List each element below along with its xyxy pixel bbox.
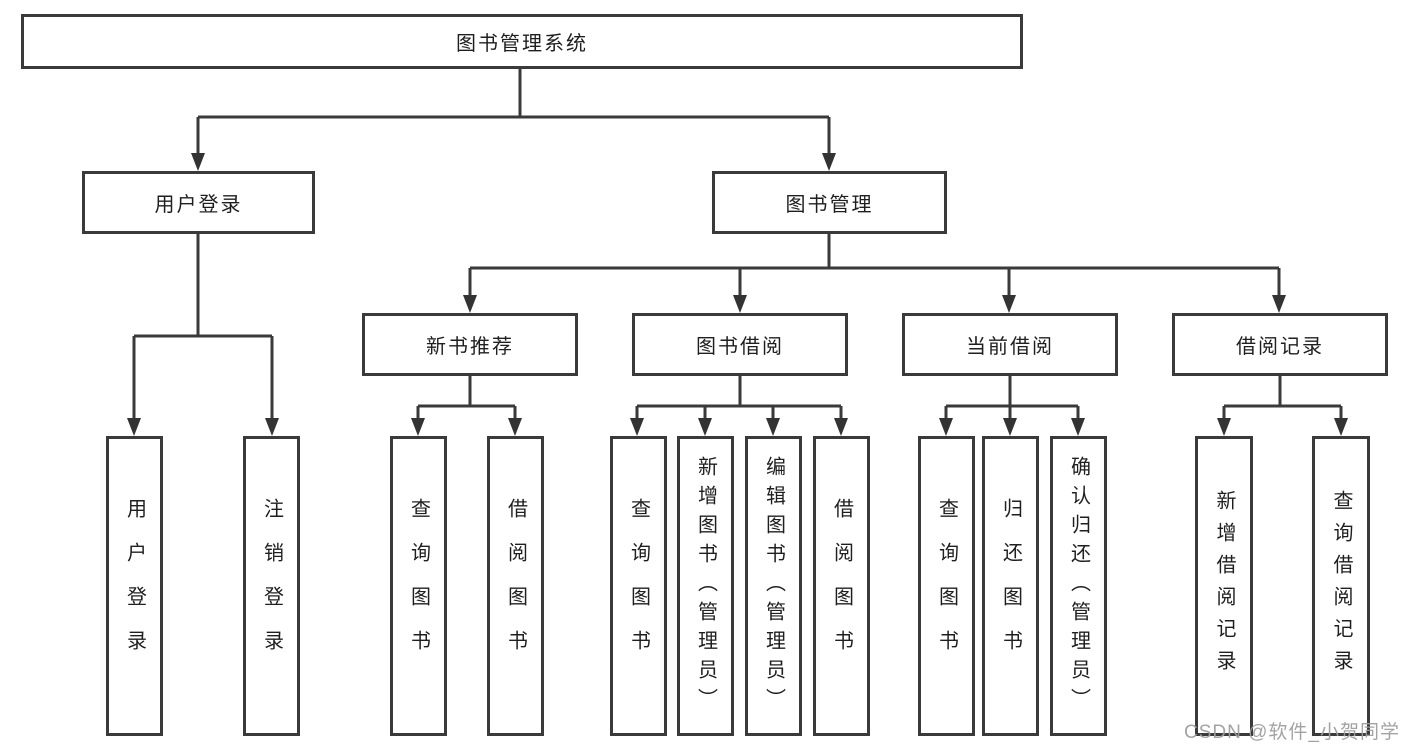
leaf-confirm-return-admin: 确认归还（管理员） — [1050, 436, 1107, 736]
node-user-login: 用户登录 — [82, 171, 315, 234]
arrow-icon — [834, 418, 848, 436]
arrow-icon — [265, 418, 279, 436]
arrow-icon — [191, 153, 205, 171]
node-new-book-recommend: 新书推荐 — [362, 313, 578, 376]
node-borrow-record: 借阅记录 — [1172, 313, 1388, 376]
arrow-icon — [127, 418, 141, 436]
arrow-icon — [463, 295, 477, 313]
leaf-borrow-book: 借阅图书 — [813, 436, 870, 736]
leaf-logout: 注销登录 — [243, 436, 300, 736]
leaf-query-book: 查询图书 — [390, 436, 447, 736]
node-book-mgmt: 图书管理 — [712, 171, 947, 234]
leaf-add-book-admin: 新增图书（管理员） — [677, 436, 734, 736]
arrow-icon — [1272, 295, 1286, 313]
leaf-return-book: 归还图书 — [982, 436, 1039, 736]
arrow-icon — [1071, 418, 1085, 436]
connector-lines-root — [196, 69, 831, 160]
connector-lines-user-login — [132, 234, 274, 424]
arrow-icon — [630, 418, 644, 436]
arrow-icon — [1217, 418, 1231, 436]
connector-lines-book-mgmt — [468, 234, 1281, 302]
node-book-borrow: 图书借阅 — [632, 313, 848, 376]
leaf-user-login: 用户登录 — [106, 436, 163, 736]
arrow-icon — [508, 418, 522, 436]
leaf-query-borrow-record: 查询借阅记录 — [1312, 436, 1370, 736]
arrow-icon — [939, 418, 953, 436]
arrow-icon — [733, 295, 747, 313]
arrow-icon — [1003, 418, 1017, 436]
node-root-system: 图书管理系统 — [21, 14, 1023, 69]
arrow-icon — [766, 418, 780, 436]
node-current-borrow: 当前借阅 — [902, 313, 1118, 376]
arrow-icon — [822, 153, 836, 171]
arrow-icon — [411, 418, 425, 436]
leaf-query-book: 查询图书 — [610, 436, 667, 736]
leaf-edit-book-admin: 编辑图书（管理员） — [745, 436, 802, 736]
csdn-watermark: CSDN @软件_小贺同学 — [1184, 722, 1400, 743]
leaf-borrow-book: 借阅图书 — [487, 436, 544, 736]
arrow-icon — [1334, 418, 1348, 436]
connector-lines-sections — [416, 376, 1343, 424]
arrow-icon — [1002, 295, 1016, 313]
leaf-query-book: 查询图书 — [918, 436, 975, 736]
arrow-icon — [698, 418, 712, 436]
leaf-add-borrow-record: 新增借阅记录 — [1195, 436, 1253, 736]
